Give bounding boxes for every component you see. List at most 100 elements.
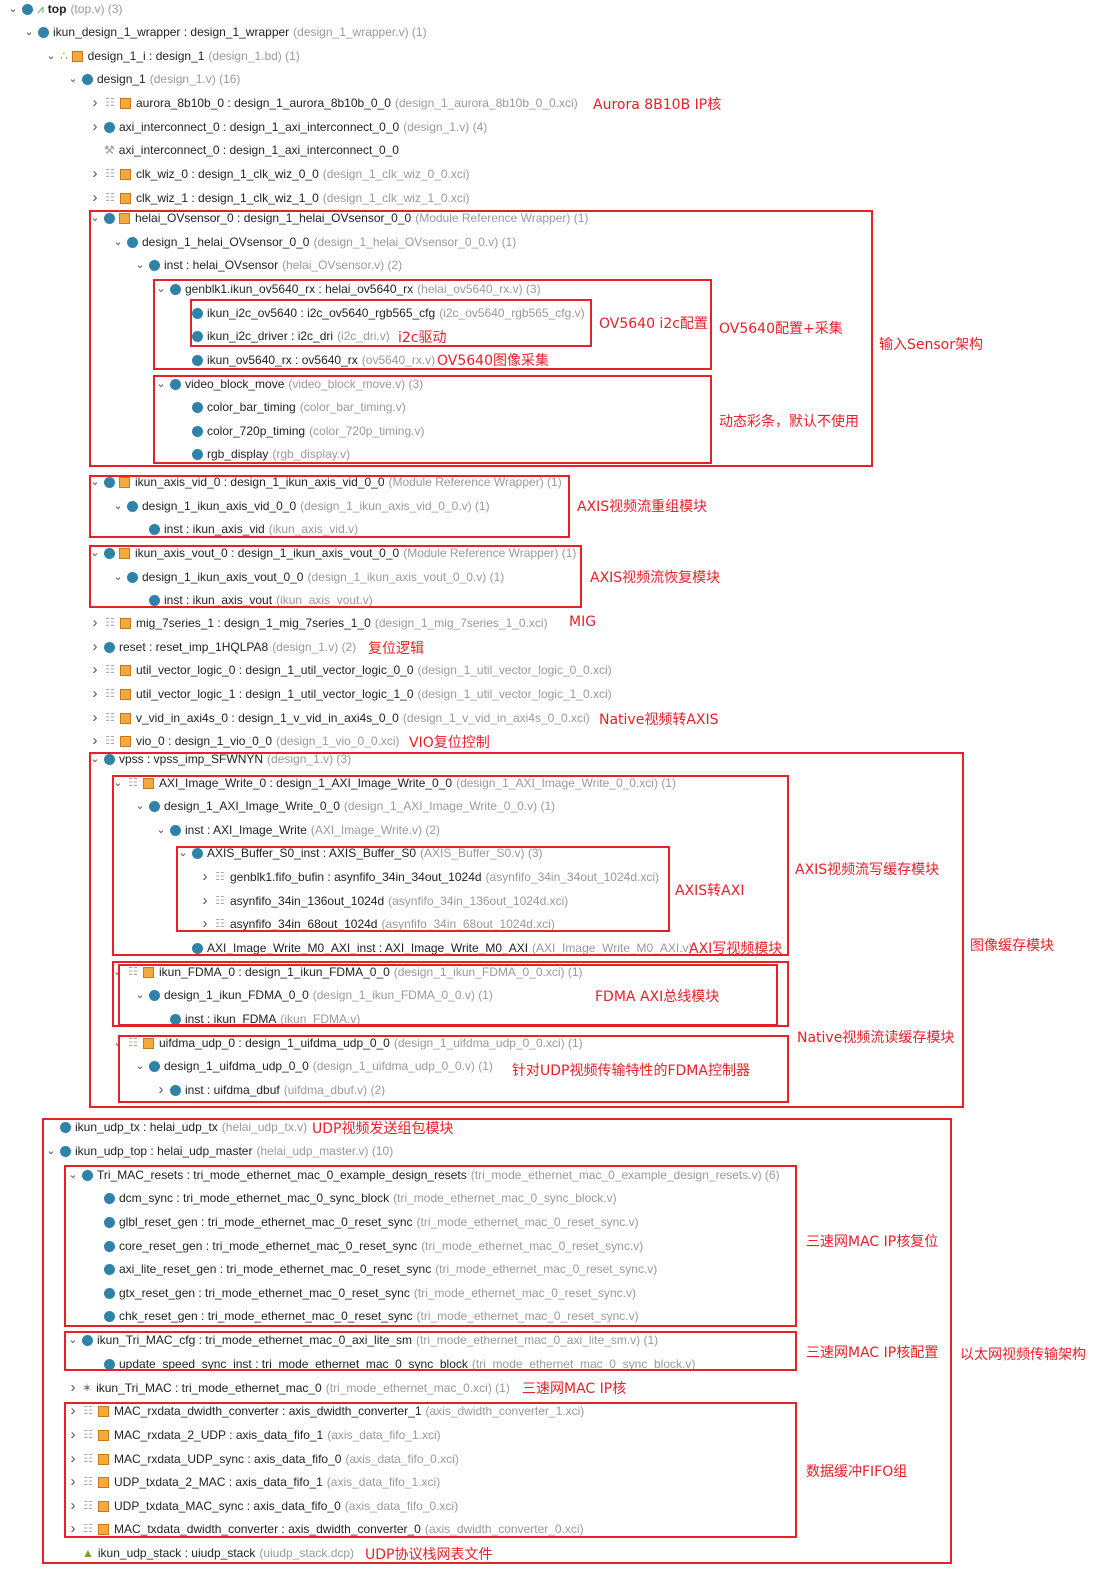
- chevron-down-icon[interactable]: ⌄: [178, 847, 188, 859]
- tree-row[interactable]: ›inst : uifdma_dbuf (uifdma_dbuf.v) (2): [154, 1079, 386, 1101]
- chevron-down-icon[interactable]: ⌄: [135, 1060, 145, 1072]
- tree-row[interactable]: ›☷v_vid_in_axi4s_0 : design_1_v_vid_in_a…: [88, 707, 590, 729]
- chevron-down-icon[interactable]: ⌄: [68, 73, 78, 85]
- chevron-right-icon[interactable]: ›: [92, 661, 98, 678]
- chevron-right-icon[interactable]: ›: [70, 1473, 76, 1490]
- tree-row[interactable]: ›☷MAC_rxdata_UDP_sync : axis_data_fifo_0…: [66, 1448, 459, 1470]
- tree-row[interactable]: color_bar_timing (color_bar_timing.v): [176, 396, 406, 418]
- tree-row[interactable]: AXI_Image_Write_M0_AXI_inst : AXI_Image_…: [176, 937, 693, 959]
- chevron-down-icon[interactable]: ⌄: [90, 753, 100, 765]
- chevron-down-icon[interactable]: ⌄: [68, 1334, 78, 1346]
- tree-row[interactable]: glbl_reset_gen : tri_mode_ethernet_mac_0…: [88, 1211, 639, 1233]
- tree-row[interactable]: rgb_display (rgb_display.v): [176, 443, 350, 465]
- chevron-right-icon[interactable]: ›: [202, 868, 208, 885]
- chevron-right-icon[interactable]: ›: [92, 614, 98, 631]
- chevron-down-icon[interactable]: ⌄: [90, 476, 100, 488]
- chevron-down-icon[interactable]: ⌄: [46, 1145, 56, 1157]
- tree-row[interactable]: ikun_udp_tx : helai_udp_tx (helai_udp_tx…: [44, 1116, 307, 1138]
- chevron-down-icon[interactable]: ⌄: [135, 989, 145, 1001]
- tree-row[interactable]: ⌄design_1_AXI_Image_Write_0_0 (design_1_…: [133, 795, 555, 817]
- chevron-right-icon[interactable]: ›: [70, 1379, 76, 1396]
- tree-row[interactable]: ⌄design_1_ikun_axis_vout_0_0 (design_1_i…: [111, 566, 504, 588]
- chevron-right-icon[interactable]: ›: [70, 1520, 76, 1537]
- tree-row[interactable]: ›reset : reset_imp_1HQLPA8 (design_1.v) …: [88, 636, 357, 658]
- tree-row[interactable]: ⌄design_1_uifdma_udp_0_0 (design_1_uifdm…: [133, 1055, 493, 1077]
- tree-row[interactable]: update_speed_sync_inst : tri_mode_ethern…: [88, 1353, 695, 1375]
- chevron-down-icon[interactable]: ⌄: [113, 500, 123, 512]
- tree-row[interactable]: inst : ikun_axis_vout (ikun_axis_vout.v): [133, 589, 373, 611]
- tree-row[interactable]: ›☷mig_7series_1 : design_1_mig_7series_1…: [88, 612, 548, 634]
- tree-row[interactable]: ▲ikun_udp_stack : uiudp_stack (uiudp_sta…: [66, 1542, 354, 1564]
- tree-row[interactable]: gtx_reset_gen : tri_mode_ethernet_mac_0_…: [88, 1282, 636, 1304]
- chevron-down-icon[interactable]: ⌄: [90, 547, 100, 559]
- tree-row[interactable]: inst : ikun_FDMA (ikun_FDMA.v): [154, 1008, 360, 1030]
- chevron-down-icon[interactable]: ⌄: [90, 212, 100, 224]
- tree-row[interactable]: ›☷asynfifo_34in_136out_1024d (asynfifo_3…: [198, 890, 569, 912]
- chevron-down-icon[interactable]: ⌄: [8, 3, 18, 15]
- tree-row[interactable]: ⌄AXIS_Buffer_S0_inst : AXIS_Buffer_S0 (A…: [176, 842, 542, 864]
- tree-row[interactable]: ›axi_interconnect_0 : design_1_axi_inter…: [88, 116, 488, 138]
- chevron-down-icon[interactable]: ⌄: [113, 236, 123, 248]
- chevron-right-icon[interactable]: ›: [92, 732, 98, 749]
- tree-row[interactable]: ⌄ikun_axis_vout_0 : design_1_ikun_axis_v…: [88, 542, 576, 564]
- chevron-right-icon[interactable]: ›: [158, 1081, 164, 1098]
- tree-row[interactable]: ⌄helai_OVsensor_0 : design_1_helai_OVsen…: [88, 207, 588, 229]
- tree-row[interactable]: ⌄vpss : vpss_imp_SFWNYN (design_1.v) (3): [88, 748, 351, 770]
- chevron-right-icon[interactable]: ›: [92, 94, 98, 111]
- chevron-right-icon[interactable]: ›: [70, 1426, 76, 1443]
- tree-row[interactable]: ikun_i2c_ov5640 : i2c_ov5640_rgb565_cfg …: [176, 302, 585, 324]
- chevron-down-icon[interactable]: ⌄: [135, 800, 145, 812]
- chevron-down-icon[interactable]: ⌄: [156, 378, 166, 390]
- chevron-right-icon[interactable]: ›: [202, 915, 208, 932]
- chevron-right-icon[interactable]: ›: [92, 638, 98, 655]
- chevron-down-icon[interactable]: ⌄: [68, 1169, 78, 1181]
- tree-row[interactable]: ⌄∴design_1_i : design_1 (design_1.bd) (1…: [44, 45, 299, 67]
- chevron-right-icon[interactable]: ›: [70, 1497, 76, 1514]
- tree-row[interactable]: ›☷MAC_rxdata_dwidth_converter : axis_dwi…: [66, 1400, 585, 1422]
- chevron-down-icon[interactable]: ⌄: [24, 26, 34, 38]
- tree-row[interactable]: ikun_ov5640_rx : ov5640_rx (ov5640_rx.v): [176, 349, 435, 371]
- tree-row[interactable]: ⌄☷AXI_Image_Write_0 : design_1_AXI_Image…: [111, 772, 676, 794]
- tree-row[interactable]: ›☷genblk1.fifo_bufin : asynfifo_34in_34o…: [198, 866, 660, 888]
- chevron-down-icon[interactable]: ⌄: [113, 777, 123, 789]
- tree-row[interactable]: ⌄design_1_ikun_axis_vid_0_0 (design_1_ik…: [111, 495, 489, 517]
- chevron-down-icon[interactable]: ⌄: [156, 824, 166, 836]
- chevron-right-icon[interactable]: ›: [70, 1402, 76, 1419]
- chevron-right-icon[interactable]: ›: [92, 118, 98, 135]
- tree-row[interactable]: ⌄ikun_axis_vid_0 : design_1_ikun_axis_vi…: [88, 471, 561, 493]
- chevron-down-icon[interactable]: ⌄: [156, 283, 166, 295]
- tree-row[interactable]: ›☷MAC_rxdata_2_UDP : axis_data_fifo_1 (a…: [66, 1424, 441, 1446]
- tree-row[interactable]: inst : ikun_axis_vid (ikun_axis_vid.v): [133, 518, 358, 540]
- tree-row[interactable]: ⌄inst : helai_OVsensor (helai_OVsensor.v…: [133, 254, 402, 276]
- tree-row[interactable]: ›☷UDP_txdata_MAC_sync : axis_data_fifo_0…: [66, 1495, 459, 1517]
- tree-row[interactable]: ⌄design_1_ikun_FDMA_0_0 (design_1_ikun_F…: [133, 984, 492, 1006]
- tree-row[interactable]: core_reset_gen : tri_mode_ethernet_mac_0…: [88, 1235, 643, 1257]
- tree-row[interactable]: ⌄ikun_udp_top : helai_udp_master (helai_…: [44, 1140, 393, 1162]
- tree-row[interactable]: ›☷vio_0 : design_1_vio_0_0 (design_1_vio…: [88, 730, 400, 752]
- tree-row[interactable]: color_720p_timing (color_720p_timing.v): [176, 420, 424, 442]
- tree-row[interactable]: ›✶ikun_Tri_MAC : tri_mode_ethernet_mac_0…: [66, 1377, 510, 1399]
- tree-row[interactable]: ›☷MAC_txdata_dwidth_converter : axis_dwi…: [66, 1518, 584, 1540]
- tree-row[interactable]: ›☷asynfifo_34in_68out_1024d (asynfifo_34…: [198, 913, 555, 935]
- tree-row[interactable]: ›☷UDP_txdata_2_MAC : axis_data_fifo_1 (a…: [66, 1471, 441, 1493]
- tree-row[interactable]: ⌄ikun_design_1_wrapper : design_1_wrappe…: [22, 21, 426, 43]
- chevron-down-icon[interactable]: ⌄: [46, 50, 56, 62]
- chevron-right-icon[interactable]: ›: [92, 685, 98, 702]
- chevron-right-icon[interactable]: ›: [92, 165, 98, 182]
- tree-row[interactable]: ⌄genblk1.ikun_ov5640_rx : helai_ov5640_r…: [154, 278, 540, 300]
- tree-row[interactable]: ›☷clk_wiz_1 : design_1_clk_wiz_1_0 (desi…: [88, 187, 470, 209]
- chevron-right-icon[interactable]: ›: [92, 189, 98, 206]
- chevron-right-icon[interactable]: ›: [202, 892, 208, 909]
- chevron-down-icon[interactable]: ⌄: [113, 571, 123, 583]
- tree-row[interactable]: ⌄design_1 (design_1.v) (16): [66, 68, 240, 90]
- tree-row[interactable]: ⚒axi_interconnect_0 : design_1_axi_inter…: [88, 139, 399, 161]
- tree-row[interactable]: ⌄inst : AXI_Image_Write (AXI_Image_Write…: [154, 819, 440, 841]
- chevron-down-icon[interactable]: ⌄: [135, 259, 145, 271]
- tree-row[interactable]: ›☷aurora_8b10b_0 : design_1_aurora_8b10b…: [88, 92, 578, 114]
- tree-row[interactable]: axi_lite_reset_gen : tri_mode_ethernet_m…: [88, 1258, 657, 1280]
- tree-row[interactable]: ›☷clk_wiz_0 : design_1_clk_wiz_0_0 (desi…: [88, 163, 470, 185]
- chevron-right-icon[interactable]: ›: [70, 1450, 76, 1467]
- tree-row[interactable]: dcm_sync : tri_mode_ethernet_mac_0_sync_…: [88, 1187, 617, 1209]
- tree-row[interactable]: ›☷util_vector_logic_1 : design_1_util_ve…: [88, 683, 612, 705]
- tree-row[interactable]: ⌄design_1_helai_OVsensor_0_0 (design_1_h…: [111, 231, 516, 253]
